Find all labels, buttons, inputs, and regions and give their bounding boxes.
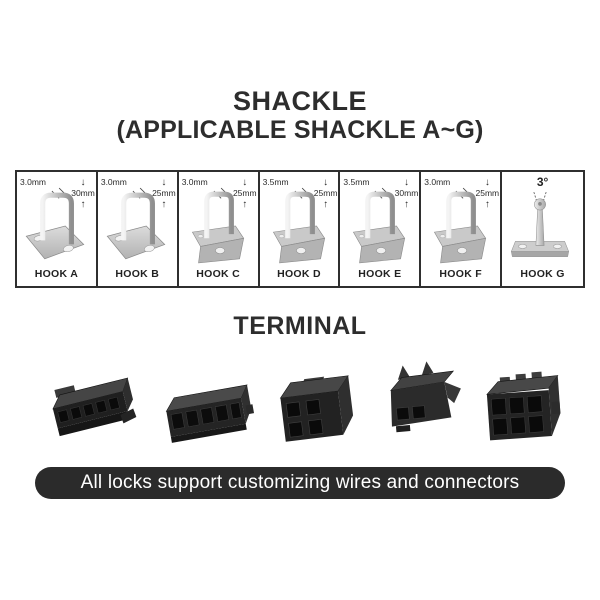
arrow-up-icon: ↑ xyxy=(161,199,167,210)
u-hook-illustration xyxy=(186,187,248,267)
arrow-down-icon: ↓ xyxy=(323,177,329,188)
terminal-row xyxy=(0,352,600,464)
hook-cell-c: 3.0mm ↓25mm↑ HOOK C xyxy=(179,172,260,286)
arrow-down-icon: ↓ xyxy=(80,177,86,188)
hook-label: HOOK B xyxy=(115,268,160,280)
u-hook-illustration xyxy=(428,187,490,267)
hook-height-dimension: ↓25mm↑ xyxy=(475,177,500,210)
u-hook-illustration xyxy=(24,187,86,267)
hook-cell-d: 3.5mm ↓25mm↑ HOOK D xyxy=(260,172,341,286)
arrow-down-icon: ↓ xyxy=(403,177,409,188)
hook-label: HOOK E xyxy=(358,268,402,280)
hook-cell-g: 3° HOOK G xyxy=(502,172,583,286)
arrow-up-icon: ↑ xyxy=(323,199,329,210)
terminal-connector-2-icon xyxy=(165,384,255,443)
hook-label: HOOK G xyxy=(520,268,565,280)
hook-height: 30mm xyxy=(394,188,419,198)
arrow-down-icon: ↓ xyxy=(242,177,248,188)
shackle-title: SHACKLE xyxy=(232,86,367,116)
hook-diameter: 3.5mm xyxy=(262,177,289,187)
terminal-connector-4-icon xyxy=(390,361,461,433)
hook-diameter: 3.0mm xyxy=(424,177,451,187)
hook-cell-b: 3.0mm ↓25mm↑ HOOK B xyxy=(98,172,179,286)
hook-height-dimension: ↓25mm↑ xyxy=(313,177,338,210)
hook-height-dimension: ↓25mm↑ xyxy=(152,177,176,210)
hook-height: 30mm xyxy=(71,188,95,198)
arrow-up-icon: ↑ xyxy=(80,199,86,210)
hook-label: HOOK F xyxy=(439,268,483,280)
u-hook-illustration xyxy=(267,187,329,267)
arrow-down-icon: ↓ xyxy=(484,177,490,188)
terminal-heading: TERMINAL xyxy=(233,312,367,340)
hook-height-dimension: ↓30mm↑ xyxy=(71,177,95,210)
u-hook-illustration xyxy=(105,187,167,267)
shackle-table: 3.0mm ↓30mm↑ HOOK A 3.0mm ↓25mm↑ HOOK B … xyxy=(15,170,585,288)
hook-cell-a: 3.0mm ↓30mm↑ HOOK A xyxy=(17,172,98,286)
terminal-connector-1-icon xyxy=(52,377,137,437)
terminal-connector-3-icon xyxy=(279,375,354,442)
hook-height: 25mm xyxy=(313,188,338,198)
shackle-subtitle: (APPLICABLE SHACKLE A~G) xyxy=(116,116,484,144)
hook-cell-e: 3.5mm ↓30mm↑ HOOK E xyxy=(340,172,422,286)
hook-height-dimension: ↓25mm↑ xyxy=(232,177,257,210)
hook-diameter: 3.0mm xyxy=(20,177,46,187)
arrow-up-icon: ↑ xyxy=(403,199,409,210)
hook-height: 25mm xyxy=(475,188,500,198)
arrow-up-icon: ↑ xyxy=(484,199,490,210)
banner: All locks support customizing wires and … xyxy=(35,467,565,499)
hook-label: HOOK C xyxy=(196,268,241,280)
hook-height: 25mm xyxy=(152,188,176,198)
hook-height: 25mm xyxy=(232,188,257,198)
hook-diameter: 3.5mm xyxy=(343,177,370,187)
hook-label: HOOK A xyxy=(34,268,79,280)
hook-angle: 3° xyxy=(536,175,549,189)
hook-cell-f: 3.0mm ↓25mm↑ HOOK F xyxy=(421,172,503,286)
hook-diameter: 3.0mm xyxy=(100,177,127,187)
shackle-heading: SHACKLE (APPLICABLE SHACKLE A~G) xyxy=(0,86,600,145)
hook-diameter: 3.0mm xyxy=(181,177,208,187)
arrow-up-icon: ↑ xyxy=(242,199,248,210)
hook-label: HOOK D xyxy=(277,268,321,280)
arrow-down-icon: ↓ xyxy=(161,177,167,188)
u-hook-illustration xyxy=(347,187,409,267)
hook-height-dimension: ↓30mm↑ xyxy=(394,177,419,210)
stem-hook-illustration xyxy=(509,188,571,268)
terminal-connector-5-icon xyxy=(486,371,561,441)
